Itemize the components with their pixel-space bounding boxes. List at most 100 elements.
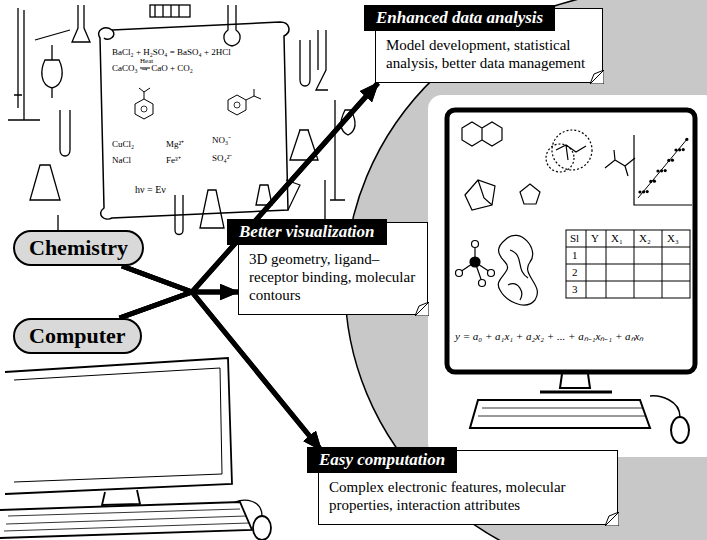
- table-cell: 3: [572, 283, 578, 295]
- folded-corner: [415, 302, 429, 316]
- chemical-equation: Fe³⁺: [166, 156, 181, 166]
- scatter-points: [638, 138, 688, 194]
- callout-heading: Better visualization: [227, 219, 387, 245]
- scatter-point: [671, 159, 674, 162]
- lab-glassware-part: [8, 10, 40, 120]
- desktop-computer-part: [4, 509, 249, 531]
- desktop-computer-part: [14, 368, 222, 482]
- scatter-point: [674, 148, 677, 151]
- scatter-point: [678, 148, 681, 151]
- chemical-equation: SO₄²⁻: [212, 154, 232, 164]
- monitor-panel-part: [478, 408, 646, 416]
- lab-glassware-part: [300, 40, 310, 86]
- folded-corner: [605, 512, 619, 526]
- molecule-sketches-part: [508, 250, 528, 300]
- monitor-panel-part: [428, 95, 707, 457]
- monitor-panel-part: [540, 391, 612, 394]
- molecule-sketches-part: [462, 122, 502, 146]
- lab-glassware-part: [30, 30, 70, 200]
- callout-body: Complex electronic features, molecular p…: [329, 478, 607, 514]
- lab-glassware-part: [150, 5, 190, 17]
- callout-heading: Easy computation: [307, 447, 457, 473]
- folded-corner-shape: [605, 512, 619, 526]
- computer-pill: Computer: [13, 318, 142, 354]
- molecule-sketches-part: [488, 270, 495, 277]
- chemistry-scroll-part: [228, 89, 261, 115]
- scatter-point: [656, 169, 659, 172]
- chemical-equation: BaCl₂ + H₂SO₄ = BaSO₄ + 2HCl: [112, 48, 231, 58]
- chemistry-scroll: [99, 22, 300, 219]
- enhanced-analysis-box: Enhanced data analysisModel development,…: [375, 8, 603, 83]
- chemistry-pill: Chemistry: [13, 230, 144, 266]
- table-cell: X₃: [667, 232, 679, 244]
- table-cell: 2: [572, 266, 578, 278]
- lab-glassware-part: [175, 195, 183, 235]
- scatter-point: [653, 180, 656, 183]
- folded-corner: [590, 70, 604, 84]
- folded-corner-shape: [415, 302, 429, 316]
- lab-glassware-part: [14, 8, 22, 108]
- molecule-sketches-part: [634, 135, 692, 205]
- chemical-equation: Mg²⁺: [166, 140, 184, 150]
- table-cell: Y: [591, 232, 599, 244]
- molecule-sketches-part: [556, 145, 586, 160]
- chemical-equation: CaCO₃ → CaO + CO₂: [112, 64, 193, 74]
- pill-label: Chemistry: [29, 235, 128, 260]
- molecule-sketches-part: [479, 280, 486, 287]
- chemistry-scroll-part: [141, 106, 147, 112]
- callout-body: 3D geometry, ligand–receptor binding, mo…: [249, 250, 417, 304]
- visualization-box: Better visualization3D geometry, ligand–…: [238, 222, 428, 315]
- scatter-point: [660, 169, 663, 172]
- desktop-computer: [0, 358, 271, 540]
- scatter-point: [642, 190, 645, 193]
- monitor-panel-part: [560, 374, 590, 388]
- table-cell: X₂: [639, 232, 651, 244]
- lab-glassware-part: [60, 110, 70, 156]
- molecule-sketches-part: [552, 130, 592, 170]
- scatter-point: [667, 159, 670, 162]
- callout-heading: Enhanced data analysis: [364, 5, 555, 31]
- regression-equation: y = a₀ + a₁x₁ + a₂x₂ + ... + aₙ₋₁xₙ₋₁ + …: [455, 330, 643, 342]
- data-table-grid-part: [566, 230, 690, 298]
- lab-glassware-part: [200, 190, 224, 228]
- table-cell: Sl: [570, 232, 579, 244]
- data-table-grid-part: [566, 230, 690, 298]
- monitor-panel-part: [650, 396, 680, 417]
- desktop-computer-part: [235, 500, 262, 516]
- monitor-panel-part: [671, 417, 689, 443]
- desktop-computer-part: [5, 358, 232, 494]
- lab-glassware: [8, 5, 355, 250]
- scatter-point: [646, 190, 649, 193]
- chemistry-scroll-part: [135, 88, 153, 119]
- scatter-point: [649, 180, 652, 183]
- chemical-equation: hν = Eν: [135, 184, 166, 195]
- table-cell: X₁: [611, 232, 623, 244]
- chemical-equation: NO₃⁻: [212, 136, 231, 146]
- table-cell: 1: [572, 249, 578, 261]
- molecule-sketches-part: [498, 235, 537, 305]
- folded-corner-shape: [590, 70, 604, 84]
- molecule-sketches-part: [520, 184, 540, 204]
- molecule-sketches-part: [456, 270, 463, 277]
- lab-glassware-part: [224, 5, 240, 46]
- molecule-sketches-part: [472, 241, 479, 248]
- molecule-sketches-part: [605, 150, 635, 176]
- scatter-point: [682, 148, 685, 151]
- chemistry-scroll-part: [234, 102, 240, 108]
- scatter-point: [685, 138, 688, 141]
- lab-glassware-part: [155, 5, 179, 17]
- chemical-equation: NaCl: [112, 156, 131, 166]
- lab-glassware-part: [72, 5, 90, 42]
- monitor-panel-part: [470, 400, 650, 428]
- data-table-grid: [566, 230, 690, 298]
- chemical-equation: CuCl₂: [112, 140, 134, 150]
- molecule-sketches-part: [638, 138, 688, 198]
- desktop-computer-part: [253, 516, 271, 540]
- desktop-computer-part: [102, 490, 140, 505]
- molecule-sketches-part: [470, 257, 480, 267]
- lab-glassware-part: [42, 45, 62, 98]
- scatter-point: [664, 169, 667, 172]
- molecule-sketches-part: [460, 245, 490, 282]
- chemistry-scroll-part: [99, 22, 289, 219]
- lab-glassware-part: [316, 30, 328, 90]
